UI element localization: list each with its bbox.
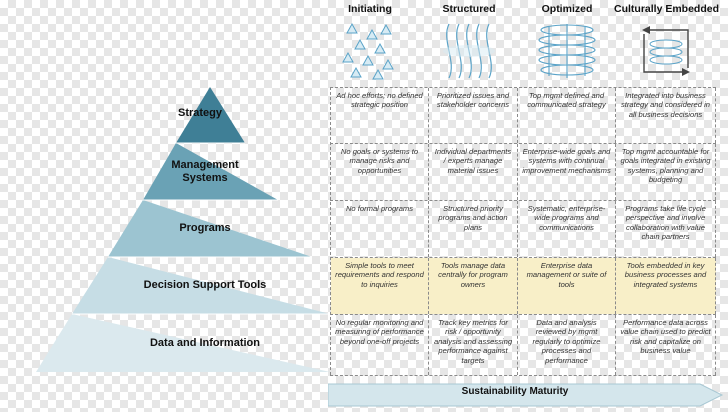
tier-label-data-and-information: Data and Information [149,337,260,349]
cell-strategy-culturally-embedded: Integrated into business strategy and co… [616,88,716,143]
maturity-pyramid [36,87,330,372]
cell-strategy-initiating: Ad hoc efforts; no defined strategic pos… [331,88,429,143]
spiral-coil-icon [538,24,596,78]
pyramid-tier-management-systems [143,143,278,200]
cell-tools-culturally-embedded: Tools embedded in key business processes… [616,258,716,314]
column-header-initiating: Initiating [348,3,392,15]
tier-label-strategy: Strategy [177,107,223,119]
maturity-arrow-label: Sustainability Maturity [461,386,569,397]
cell-tools-optimized: Enterprise data management or suite of t… [518,258,616,314]
column-header-structured: Structured [442,3,496,15]
cell-management-culturally-embedded: Top mgmt accountable for goals integrate… [616,144,716,200]
pyramid-tier-strategy [176,87,245,143]
column-header-optimized: Optimized [541,3,593,15]
pyramid-tier-data-and-information [36,314,330,372]
cell-programs-structured: Structured priority programs and action … [429,201,518,257]
column-header-culturally-embedded: Culturally Embedded [614,3,720,15]
pyramid-tier-programs [108,200,312,257]
cell-data-structured: Track key metrics for risk / opportunity… [429,315,518,375]
pyramid-tier-decision-support-tools [72,257,330,314]
tier-label-decision-support-tools: Decision Support Tools [143,279,267,291]
cell-strategy-structured: Prioritized issues and stakeholder conce… [429,88,518,143]
tier-label-programs: Programs [179,222,231,234]
aligned-waves-icon [443,23,495,79]
cell-management-structured: Individual departments / experts manage … [429,144,518,200]
cell-tools-initiating: Simple tools to meet requirements and re… [331,258,429,314]
cell-management-initiating: No goals or systems to manage risks and … [331,144,429,200]
cell-data-optimized: Data and analysis reviewed by mgmt regul… [518,315,616,375]
tier-label-management-systems: Management Systems [171,159,239,184]
scattered-triangles-icon [342,22,394,80]
cycle-arrows-icon [642,26,690,76]
cell-tools-structured: Tools manage data centrally for program … [429,258,518,314]
maturity-arrow [328,383,724,407]
cell-programs-optimized: Systematic, enterprise-wide programs and… [518,201,616,257]
cell-data-culturally-embedded: Performance data across value chain used… [616,315,716,375]
cell-management-optimized: Enterprise-wide goals and systems with c… [518,144,616,200]
cell-data-initiating: No regular monitoring and measuring of p… [331,315,429,375]
cell-strategy-optimized: Top mgmt defined and communicated strate… [518,88,616,143]
cell-programs-culturally-embedded: Programs take life cycle perspective and… [616,201,716,257]
cell-programs-initiating: No formal programs [331,201,429,257]
